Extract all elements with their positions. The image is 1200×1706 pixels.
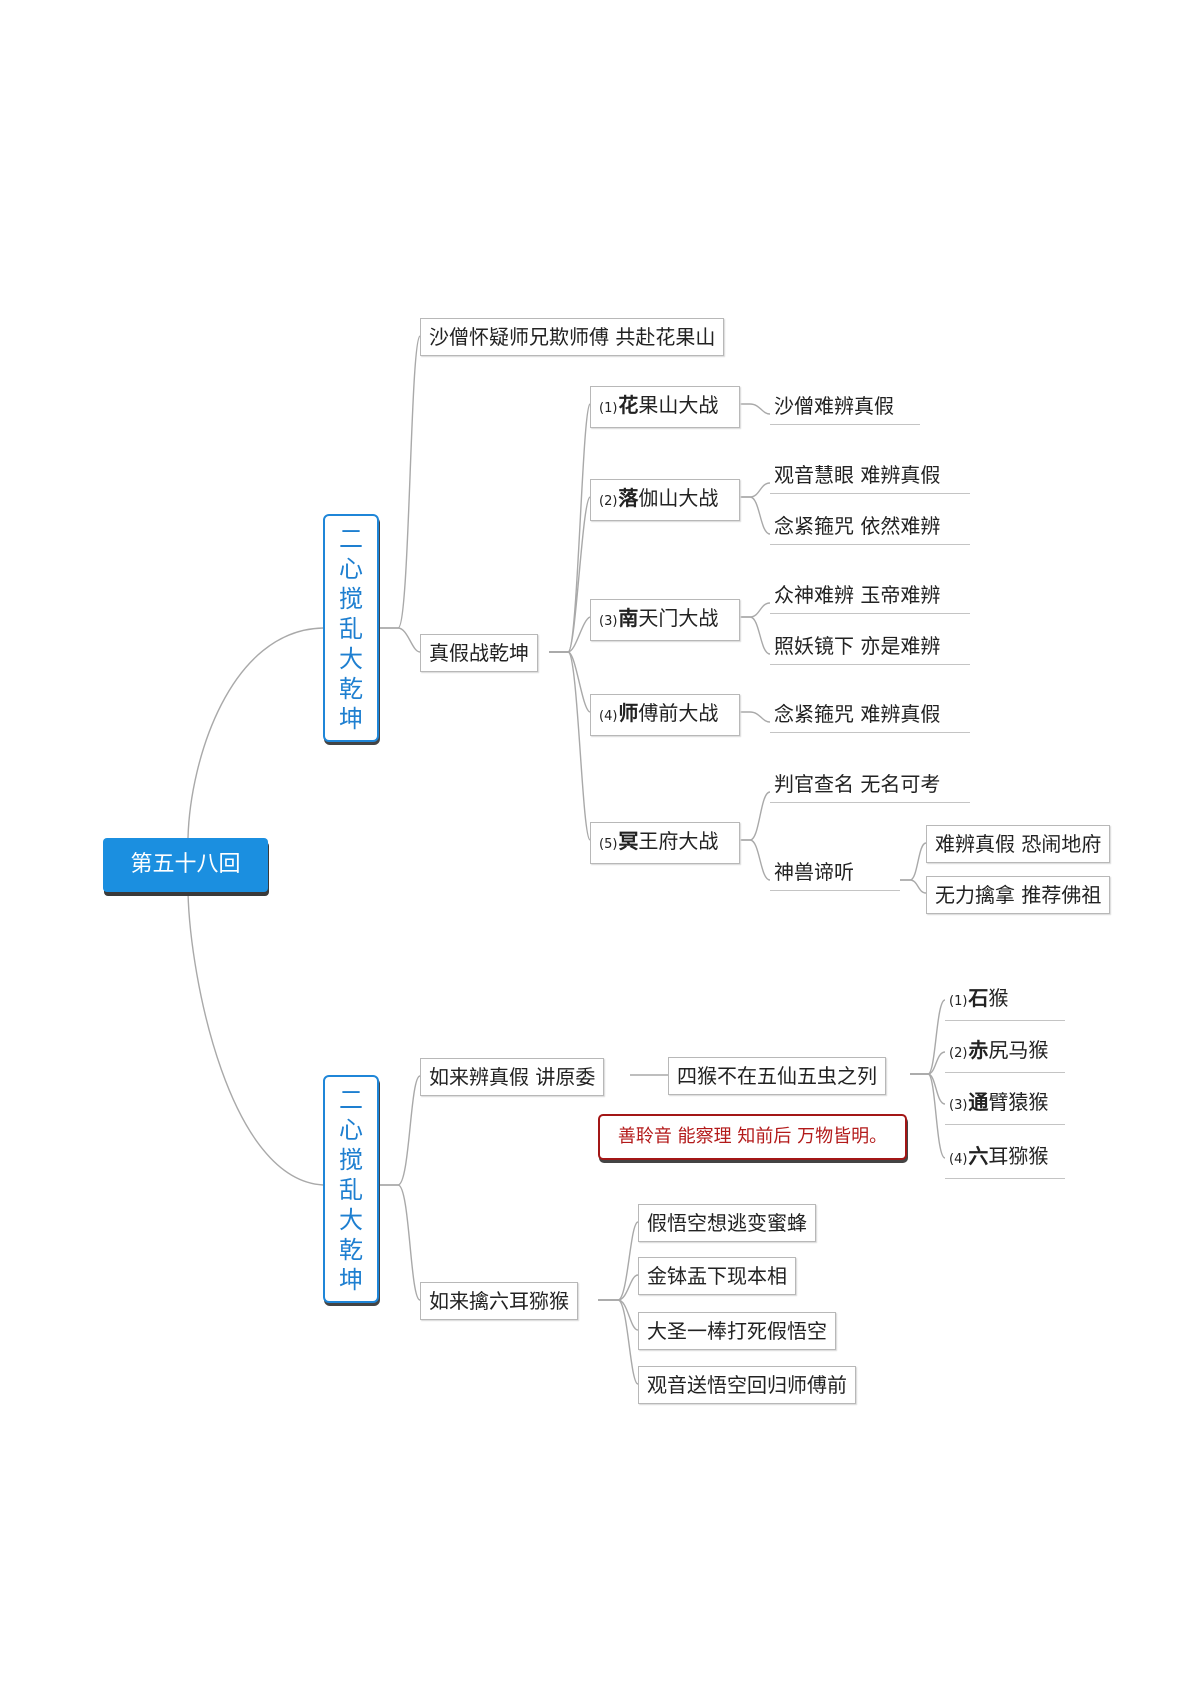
battle-node: (5)冥王府大战 — [590, 822, 740, 864]
topic-shaseng-doubt: 沙僧怀疑师兄欺师傅 共赴花果山 — [420, 318, 725, 356]
branch1-title: 二心搅乱大乾坤 — [323, 514, 379, 742]
qin-step: 假悟空想逃变蜜蜂 — [638, 1204, 816, 1242]
battle-detail: 沙僧难辨真假 — [770, 388, 920, 425]
monkey-item: (2)赤尻马猴 — [945, 1032, 1065, 1073]
shenshou-sub: 无力擒拿 推荐佛祖 — [926, 876, 1111, 914]
battle-node: (2)落伽山大战 — [590, 479, 740, 521]
qin-step: 金钵盂下现本相 — [638, 1257, 796, 1295]
battle-detail: 念紧箍咒 依然难辨 — [770, 508, 970, 545]
battle-node: (1)花果山大战 — [590, 386, 740, 428]
topic-four-monkeys: 四猴不在五仙五虫之列 — [668, 1057, 886, 1095]
battle-node: (4)师傅前大战 — [590, 694, 740, 736]
topic-rulai-bian: 如来辨真假 讲原委 — [420, 1058, 605, 1096]
battle-detail: 判官查名 无名可考 — [770, 766, 970, 803]
battle-detail: 照妖镜下 亦是难辨 — [770, 628, 970, 665]
battle-detail-shenshou: 神兽谛听 — [770, 854, 900, 891]
shenshou-sub: 难辨真假 恐闹地府 — [926, 825, 1111, 863]
root-node: 第五十八回 — [103, 838, 268, 892]
monkey-item: (1)石猴 — [945, 980, 1065, 1021]
note-box: 善聆音 能察理 知前后 万物皆明。 — [598, 1114, 907, 1160]
topic-zhenjia-battle: 真假战乾坤 — [420, 634, 538, 672]
topic-rulai-qin: 如来擒六耳猕猴 — [420, 1282, 578, 1320]
qin-step: 观音送悟空回归师傅前 — [638, 1366, 856, 1404]
monkey-item: (4)六耳猕猴 — [945, 1138, 1065, 1179]
battle-detail: 观音慧眼 难辨真假 — [770, 457, 970, 494]
battle-detail: 众神难辨 玉帝难辨 — [770, 577, 970, 614]
battle-node: (3)南天门大战 — [590, 599, 740, 641]
battle-detail: 念紧箍咒 难辨真假 — [770, 696, 970, 733]
branch2-title: 二心搅乱大乾坤 — [323, 1075, 379, 1303]
monkey-item: (3)通臂猿猴 — [945, 1084, 1065, 1125]
qin-step: 大圣一棒打死假悟空 — [638, 1312, 836, 1350]
